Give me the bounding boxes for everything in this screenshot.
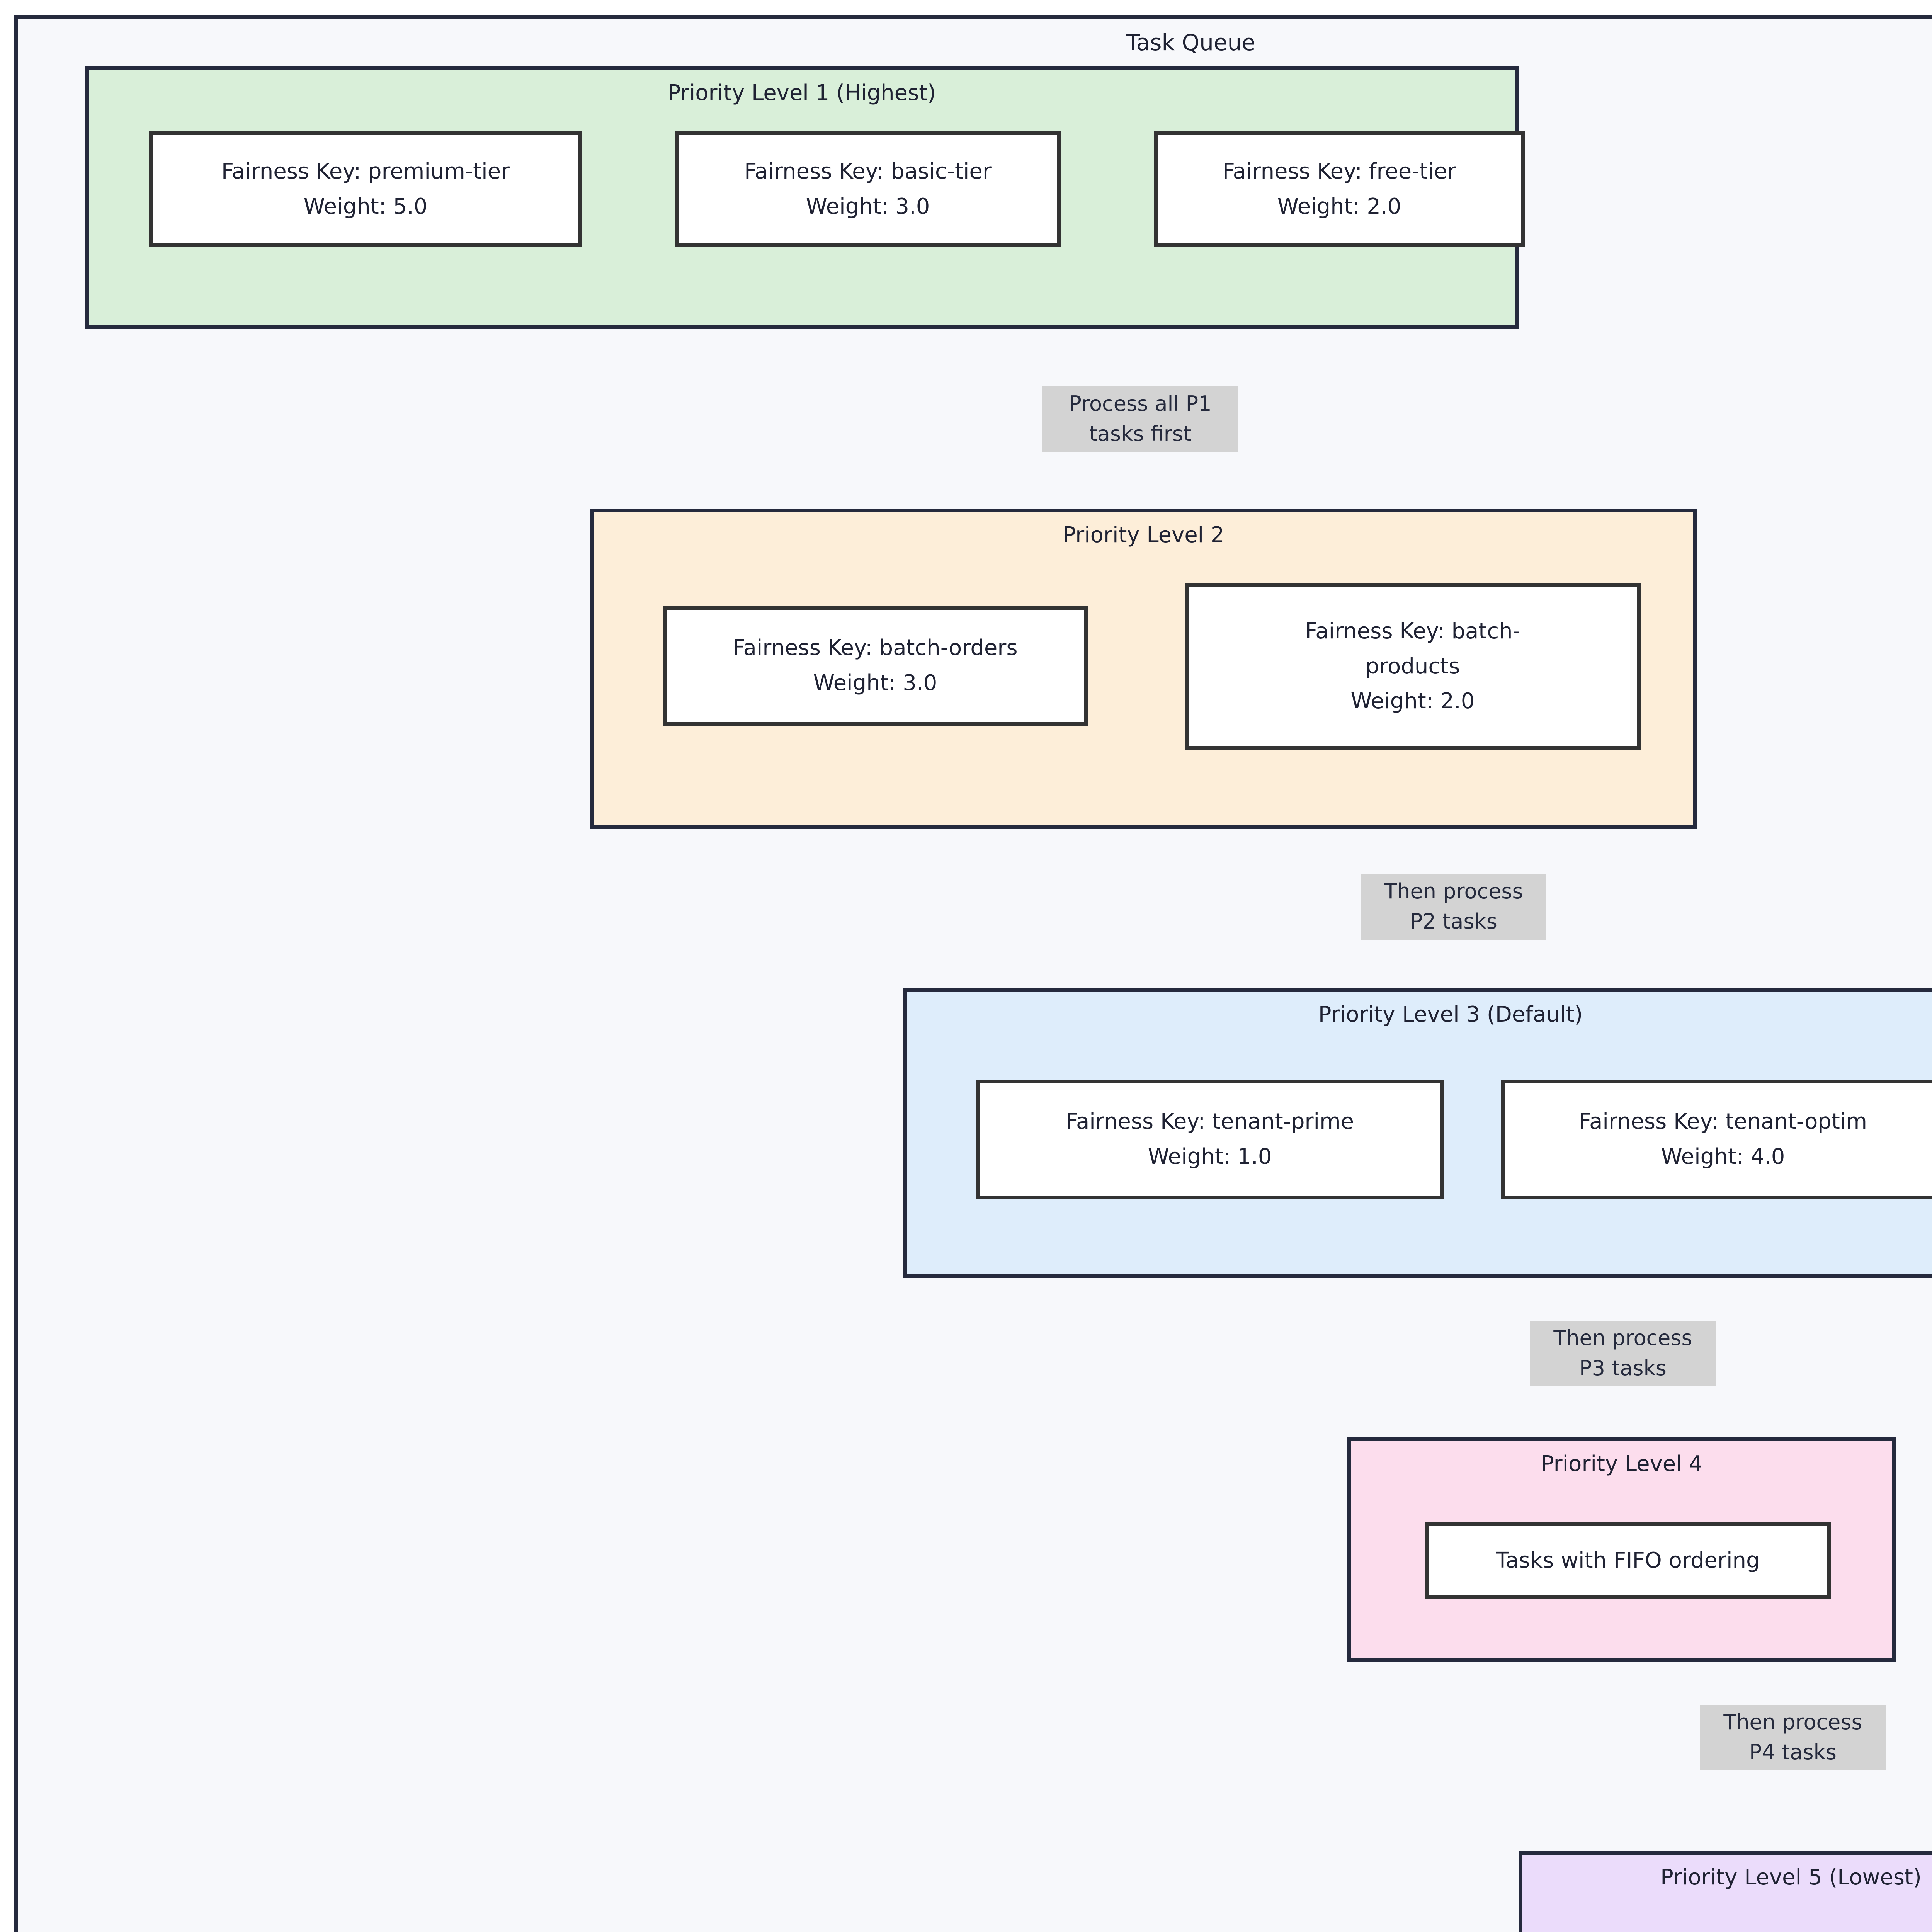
cluster-title-p3: Priority Level 3 (Default)	[1318, 1002, 1583, 1027]
leaf-p4-fifo[interactable]: Tasks with FIFO ordering	[1425, 1522, 1831, 1599]
leaf-line: Fairness Key: free-tier	[1222, 159, 1456, 184]
leaf-batch-orders[interactable]: Fairness Key: batch-orders Weight: 3.0	[663, 606, 1088, 726]
leaf-line: Weight: 4.0	[1661, 1144, 1785, 1169]
cluster-title-p5: Priority Level 5 (Lowest)	[1660, 1865, 1922, 1890]
leaf-line: Fairness Key: tenant-optim	[1579, 1109, 1867, 1134]
leaf-line: Fairness Key: basic-tier	[744, 159, 992, 184]
leaf-free-tier[interactable]: Fairness Key: free-tier Weight: 2.0	[1154, 131, 1525, 247]
leaf-line: Fairness Key: tenant-prime	[1065, 1109, 1354, 1134]
cluster-title-p2: Priority Level 2	[1063, 522, 1225, 548]
leaf-tenant-prime[interactable]: Fairness Key: tenant-prime Weight: 1.0	[976, 1080, 1444, 1199]
cluster-title-p1: Priority Level 1 (Highest)	[667, 80, 936, 105]
leaf-tenant-optim[interactable]: Fairness Key: tenant-optim Weight: 4.0	[1501, 1080, 1932, 1199]
leaf-line: Fairness Key: premium-tier	[221, 159, 510, 184]
leaf-line: Weight: 3.0	[806, 194, 930, 219]
edge-label-p2-to-p3: Then process P2 tasks	[1361, 874, 1546, 940]
edge-label-p3-to-p4: Then process P3 tasks	[1530, 1321, 1716, 1386]
leaf-line: Weight: 2.0	[1350, 689, 1475, 714]
leaf-basic-tier[interactable]: Fairness Key: basic-tier Weight: 3.0	[675, 131, 1061, 247]
leaf-line: Weight: 5.0	[303, 194, 428, 219]
leaf-premium-tier[interactable]: Fairness Key: premium-tier Weight: 5.0	[149, 131, 582, 247]
cluster-priority-level-5: Priority Level 5 (Lowest)	[1519, 1851, 1932, 1932]
leaf-line: Fairness Key: batch-orders	[733, 635, 1018, 661]
leaf-line: Weight: 3.0	[813, 670, 937, 696]
leaf-line: Weight: 1.0	[1148, 1144, 1272, 1169]
leaf-line: products	[1365, 653, 1460, 679]
task-queue-title: Task Queue	[1126, 29, 1256, 56]
edge-label-p1-to-p2: Process all P1 tasks first	[1042, 386, 1238, 452]
leaf-line: Weight: 2.0	[1277, 194, 1401, 219]
cluster-title-p4: Priority Level 4	[1541, 1451, 1703, 1476]
leaf-line: Fairness Key: batch-	[1305, 618, 1520, 644]
leaf-batch-products[interactable]: Fairness Key: batch- products Weight: 2.…	[1185, 583, 1641, 750]
leaf-line: Tasks with FIFO ordering	[1496, 1548, 1760, 1573]
edge-label-p4-to-p5: Then process P4 tasks	[1700, 1705, 1886, 1770]
